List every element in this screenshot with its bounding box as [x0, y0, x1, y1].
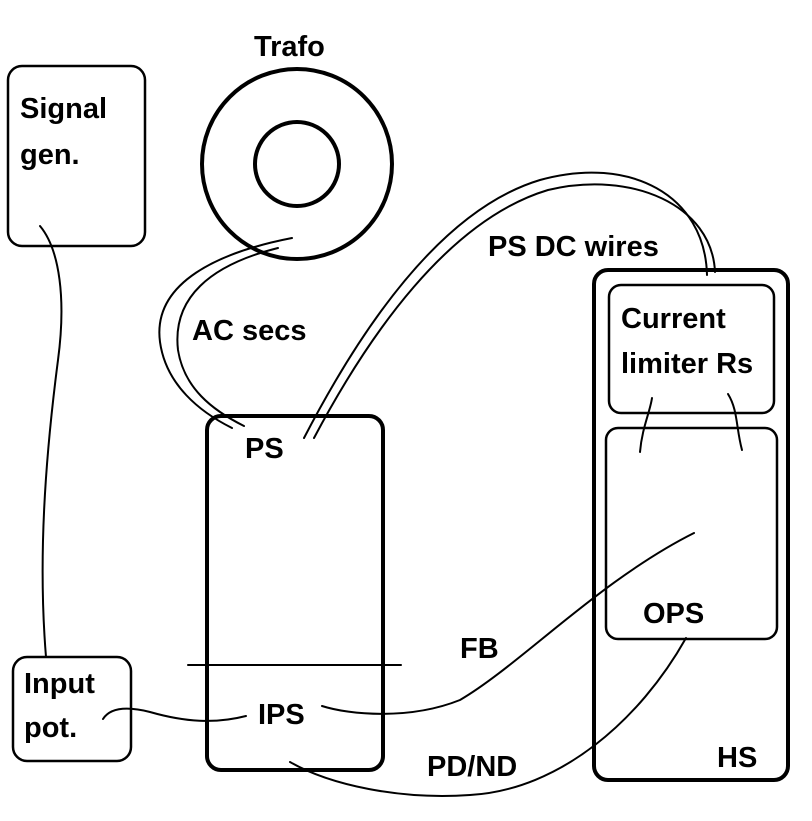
heatsink: HS Current limiter Rs OPS — [592, 268, 790, 782]
ps-dc-wires-label: PS DC wires — [488, 231, 659, 263]
signal-input-wire — [39, 225, 63, 658]
fb-label: FB — [460, 633, 499, 665]
ps-dc-wire-2 — [313, 183, 716, 439]
pd-nd-wire: PD/ND — [289, 637, 687, 797]
feedback-wire-path — [321, 532, 695, 715]
limiter-to-ops-wire-2 — [727, 393, 743, 451]
transformer: Trafo — [200, 31, 394, 261]
current-limiter-label-line2: limiter Rs — [621, 348, 753, 380]
transformer-inner-ring — [253, 120, 341, 208]
input-pot-label-line2: pot. — [24, 712, 77, 744]
amplifier-board-box — [205, 414, 385, 772]
transformer-label: Trafo — [254, 31, 325, 63]
amplifier-board: PS IPS — [187, 414, 402, 772]
heatsink-label: HS — [717, 742, 757, 774]
pd-nd-label: PD/ND — [427, 751, 517, 783]
input-pot: Input pot. — [11, 655, 133, 763]
ac-secondary-wires: AC secs — [158, 237, 306, 429]
ps-dc-wire-1 — [303, 171, 708, 439]
signal-generator-box — [6, 64, 147, 248]
ips-label: IPS — [258, 699, 305, 731]
ac-secs-label: AC secs — [192, 315, 306, 347]
pot-to-ips-wire — [102, 707, 247, 722]
ps-label: PS — [245, 433, 284, 465]
input-pot-label-line1: Input — [24, 668, 95, 700]
signal-generator: Signal gen. — [6, 64, 147, 248]
transformer-outer-ring — [200, 67, 394, 261]
heatsink-box — [592, 268, 790, 782]
limiter-to-ops-wire-1 — [639, 397, 653, 453]
feedback-wire: FB — [321, 532, 695, 715]
ps-dc-wires: PS DC wires — [303, 171, 716, 439]
ac-secondary-wire-1 — [158, 237, 293, 429]
pd-nd-wire-path — [289, 637, 687, 797]
output-stage-box — [604, 426, 779, 641]
ac-secondary-wire-2 — [176, 247, 279, 427]
signal-generator-label-line2: gen. — [20, 139, 80, 171]
ops-label: OPS — [643, 598, 704, 630]
current-limiter-label-line1: Current — [621, 303, 726, 335]
current-limiter-box — [607, 283, 776, 415]
signal-generator-label-line1: Signal — [20, 93, 107, 125]
